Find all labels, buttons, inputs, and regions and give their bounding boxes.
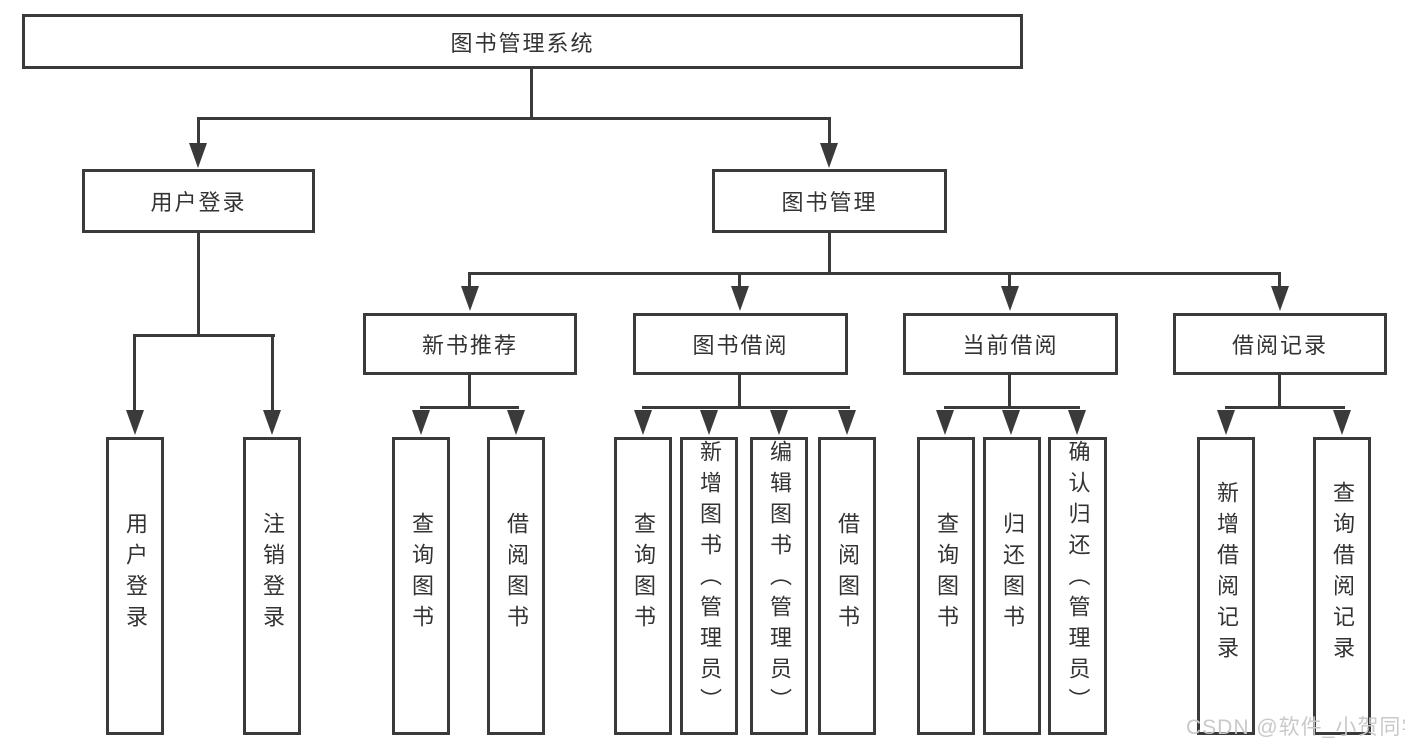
connector-node-stem [738, 373, 741, 409]
arrow-down-icon [1333, 410, 1351, 435]
arrow-down-icon [412, 410, 430, 435]
arrow-down-icon [461, 286, 479, 311]
leaf-add-borrow-record: 新增借阅记录 [1197, 437, 1255, 735]
arrow-down-icon [1217, 410, 1235, 435]
connector-book-management-stem [828, 230, 831, 275]
arrow-down-icon [838, 410, 856, 435]
connector-level3-rail [468, 272, 1281, 275]
node-book-borrowing: 图书借阅 [633, 313, 848, 375]
connector-leaf-rail [420, 406, 519, 409]
leaf-confirm-return-admin: 确认归还（管理员） [1048, 437, 1107, 735]
connector-leaf-rail [944, 406, 1080, 409]
arrow-down-icon [1001, 286, 1019, 311]
connector-root-stem [530, 68, 533, 119]
arrow-down-icon [1271, 286, 1289, 311]
leaf-borrow-books-recommend: 借阅图书 [487, 437, 545, 735]
connector-node-stem [468, 373, 471, 409]
arrow-down-icon [731, 286, 749, 311]
leaf-edit-book-admin: 编辑图书（管理员） [750, 437, 808, 735]
leaf-user-login: 用户登录 [106, 437, 164, 735]
arrow-down-icon [263, 410, 281, 435]
connector-user-login-stem [197, 231, 200, 337]
connector-level3-drop [468, 272, 471, 288]
node-book-management: 图书管理 [712, 169, 947, 233]
connector-book-management-drop [828, 117, 831, 144]
leaf-add-book-admin: 新增图书（管理员） [680, 437, 738, 735]
arrow-down-icon [507, 410, 525, 435]
leaf-query-books-recommend: 查询图书 [392, 437, 450, 735]
connector-user-login-rail [133, 334, 275, 337]
arrow-down-icon [820, 143, 838, 168]
connector-leaf-rail [642, 406, 850, 409]
connector-level3-drop [1008, 272, 1011, 288]
arrow-down-icon [1068, 410, 1086, 435]
connector-level3-drop [738, 272, 741, 288]
leaf-logout: 注销登录 [243, 437, 301, 735]
node-user-login: 用户登录 [82, 169, 315, 233]
connector-node-stem [1278, 373, 1281, 409]
connector-leaf-drop [133, 334, 136, 411]
arrow-down-icon [936, 410, 954, 435]
node-borrowing-records: 借阅记录 [1173, 313, 1387, 375]
node-current-borrowing: 当前借阅 [903, 313, 1118, 375]
arrow-down-icon [189, 143, 207, 168]
arrow-down-icon [1002, 410, 1020, 435]
arrow-down-icon [700, 410, 718, 435]
arrow-down-icon [126, 410, 144, 435]
leaf-query-borrow-record: 查询借阅记录 [1313, 437, 1371, 735]
node-new-book-recommendation: 新书推荐 [363, 313, 577, 375]
leaf-query-books-borrowing: 查询图书 [614, 437, 672, 735]
arrow-down-icon [634, 410, 652, 435]
arrow-down-icon [770, 410, 788, 435]
node-library-management-system: 图书管理系统 [22, 14, 1023, 69]
csdn-watermark: CSDN @软件_小贺同学 [1186, 716, 1405, 739]
connector-user-login-drop [197, 117, 200, 144]
leaf-borrow-books-borrowing: 借阅图书 [818, 437, 876, 735]
leaf-query-books-current: 查询图书 [917, 437, 975, 735]
leaf-return-book: 归还图书 [983, 437, 1041, 735]
connector-level2-rail [197, 117, 831, 120]
connector-node-stem [1008, 373, 1011, 409]
connector-leaf-drop [271, 334, 274, 411]
connector-leaf-rail [1225, 406, 1345, 409]
connector-level3-drop [1278, 272, 1281, 288]
